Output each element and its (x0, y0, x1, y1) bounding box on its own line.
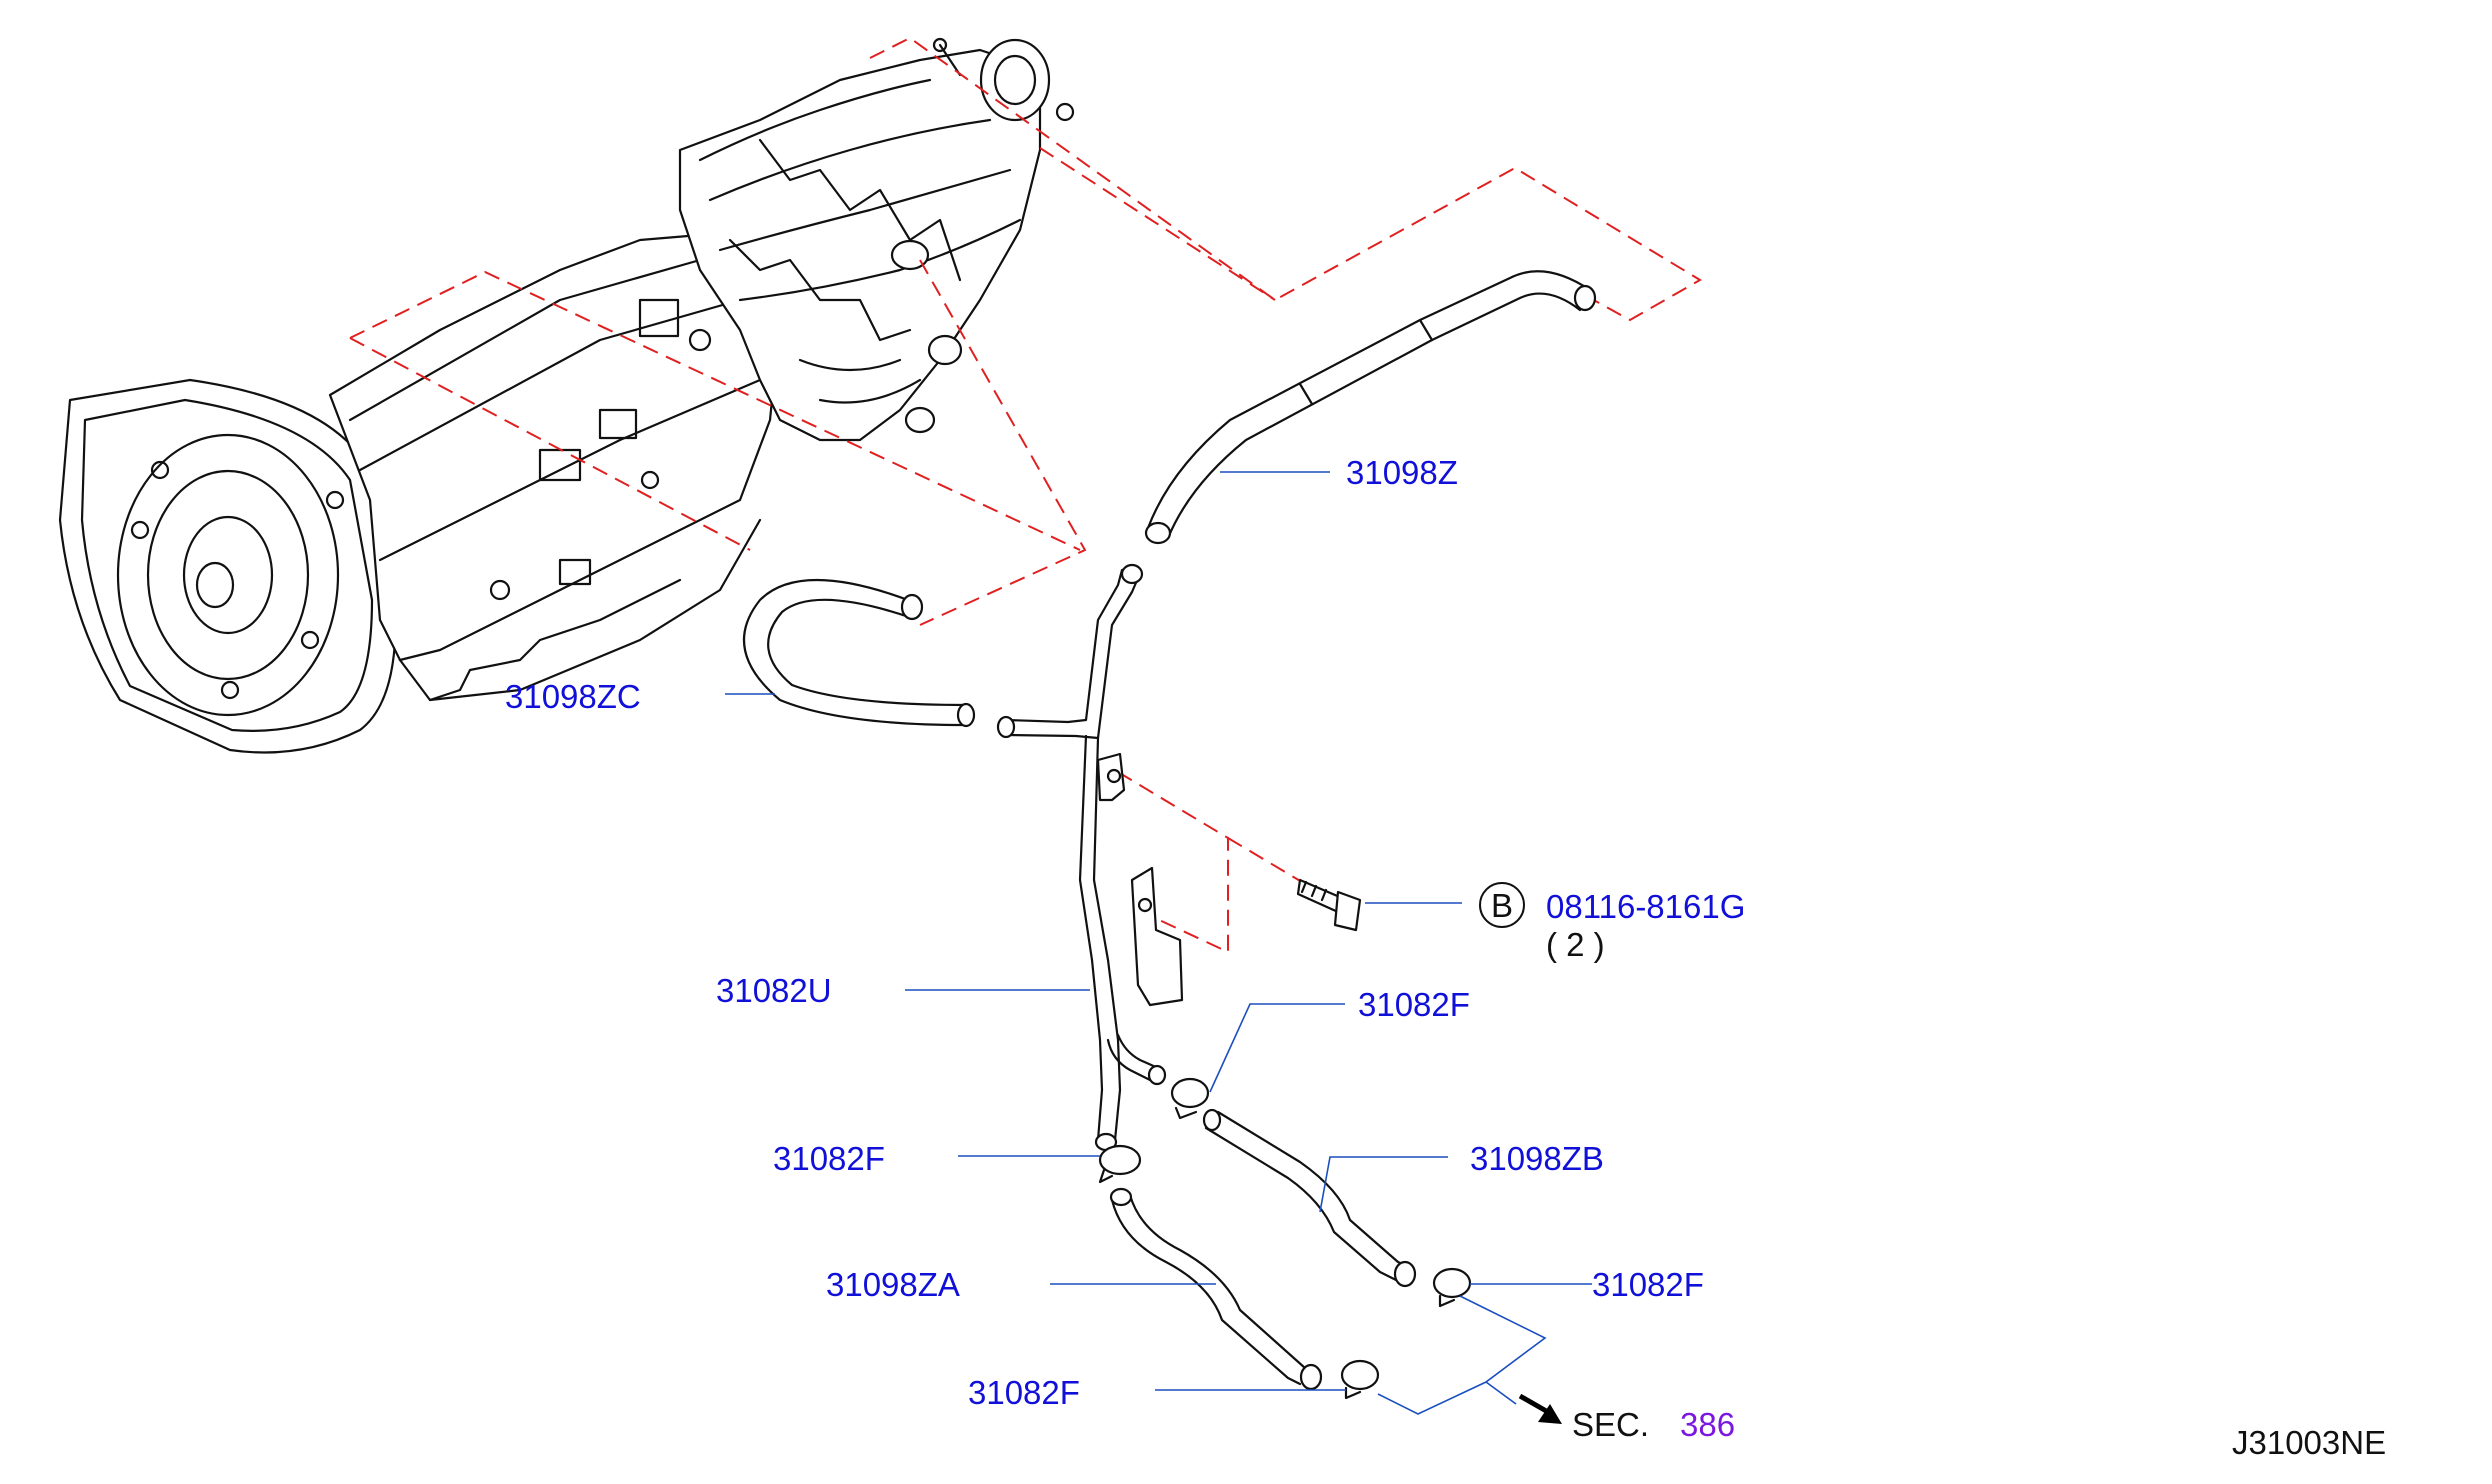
clamp-right-lower (1432, 1267, 1472, 1308)
bolt-08116-8161g (1296, 878, 1362, 932)
clamp-left (1098, 1144, 1142, 1184)
diagram-code: J31003NE (2232, 1424, 2386, 1461)
clamp-bottom (1340, 1359, 1380, 1400)
clamp-upper-right (1170, 1077, 1210, 1120)
hose-31098zb (1202, 1108, 1417, 1288)
clamps (1098, 1077, 1472, 1400)
hose-31098zc (742, 579, 976, 728)
transmission-assembly (58, 37, 1075, 754)
label-bolt-part-number: 08116-8161G (1546, 888, 1745, 925)
section-ref-number[interactable]: 386 (1680, 1406, 1735, 1443)
label-31082f-upper: 31082F (1358, 986, 1470, 1023)
phantom-lines (349, 36, 1702, 954)
label-31082u: 31082U (716, 972, 832, 1009)
label-31098za: 31098ZA (826, 1266, 960, 1303)
hose-31098z (1144, 270, 1597, 545)
label-31082f-right: 31082F (1592, 1266, 1704, 1303)
leader-lines (725, 471, 1592, 1415)
bolt-badge-letter: B (1491, 887, 1513, 924)
tube-31082u (996, 563, 1184, 1152)
label-31082f-left: 31082F (773, 1140, 885, 1177)
label-31098z: 31098Z (1346, 454, 1458, 491)
section-ref-prefix: SEC. (1572, 1406, 1649, 1443)
label-bolt-quantity: ( 2 ) (1546, 926, 1605, 963)
label-31098zc: 31098ZC (505, 678, 641, 715)
hose-31098za (1109, 1187, 1323, 1391)
bolt-badge-circle (1479, 882, 1525, 928)
label-31082f-bottom: 31082F (968, 1374, 1080, 1411)
section-arrow (1518, 1393, 1562, 1424)
label-31098zb: 31098ZB (1470, 1140, 1604, 1177)
